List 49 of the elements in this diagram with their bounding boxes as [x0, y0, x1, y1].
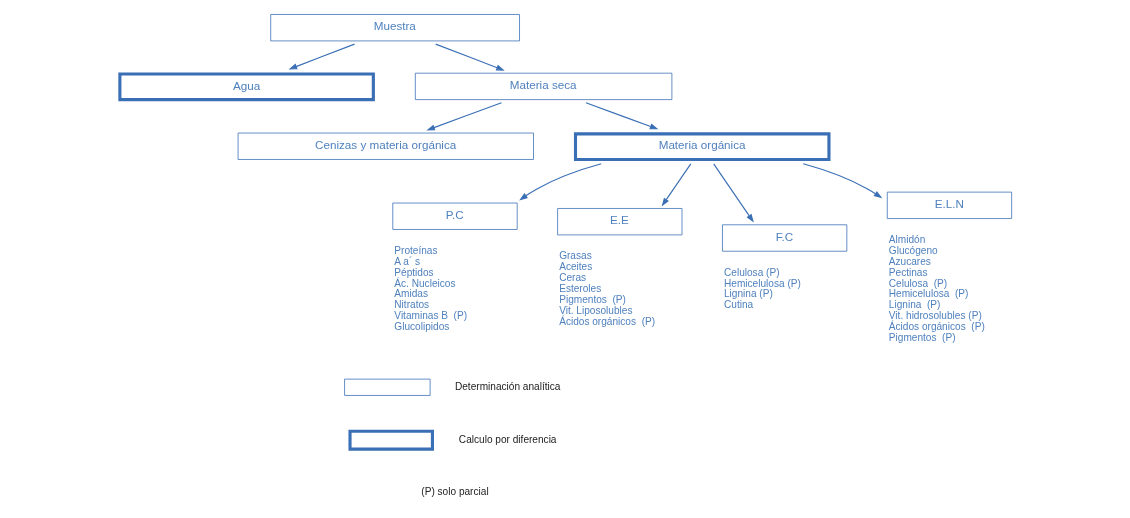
node-label: Azucares	[888, 255, 931, 267]
legend-label: Calculo por diferencia	[458, 433, 557, 445]
node-label: Pectinas	[888, 266, 928, 278]
node-box: Muestra	[270, 14, 520, 42]
arrow	[802, 163, 883, 199]
node-label: Pigmentos (P)	[888, 331, 956, 343]
legend-label: Determinación analítica	[454, 380, 561, 392]
node-box: P.C	[392, 202, 518, 230]
node-label: Vit. Liposolubles	[559, 304, 633, 316]
node-label: Ác. Nucleicos	[394, 277, 456, 289]
node-box: Materia orgánica	[573, 132, 831, 162]
node-label: Lignina (P)	[724, 288, 773, 300]
node-label: Ceras	[559, 272, 587, 284]
arrow	[585, 102, 659, 130]
node-box: Cenizas y materia orgánica	[237, 132, 534, 160]
node-label: Glucógeno	[888, 244, 938, 256]
node-label: Aceites	[559, 261, 593, 273]
node-label: Nitratos	[394, 299, 430, 311]
arrow	[435, 43, 505, 71]
node-box: F.C	[722, 224, 848, 252]
node-label: A a´ s	[394, 255, 421, 267]
node-label: Grasas	[559, 250, 592, 262]
node-label: Amidas	[394, 288, 429, 300]
arrow	[288, 43, 356, 70]
node-label: Celulosa (P)	[724, 266, 780, 278]
node-box: Materia seca	[414, 72, 673, 100]
arrow	[661, 163, 692, 207]
node-label: Ácidos orgánicos (P)	[559, 315, 656, 327]
node-label: Vitaminas B (P)	[394, 310, 468, 322]
node-label: Glucolipidos	[394, 321, 450, 333]
arrow	[519, 163, 602, 201]
node-label: Lignina (P)	[888, 299, 941, 311]
node-label: Almidón	[888, 233, 926, 245]
node-label: Esteroles	[559, 282, 602, 294]
node-label: Celulosa (P)	[888, 277, 948, 289]
label: (P) solo parcial	[421, 486, 489, 498]
node-label: Vit. hidrosolubles (P)	[888, 310, 982, 322]
node-label: Ácidos orgánicos (P)	[888, 321, 985, 333]
node-box: E.E	[557, 208, 683, 236]
arrow	[426, 102, 503, 131]
node-label: Hemicelulosa (P)	[888, 288, 969, 300]
node-label: Proteínas	[394, 244, 438, 256]
node-box: Agua	[118, 72, 375, 102]
node-label: Péptidos	[394, 266, 434, 278]
node-label: Hemicelulosa (P)	[724, 277, 801, 289]
node-box: E.L.N	[886, 191, 1013, 219]
arrow	[713, 163, 754, 223]
node-label: Cutina	[724, 299, 754, 311]
node-label: Pigmentos (P)	[559, 293, 626, 305]
